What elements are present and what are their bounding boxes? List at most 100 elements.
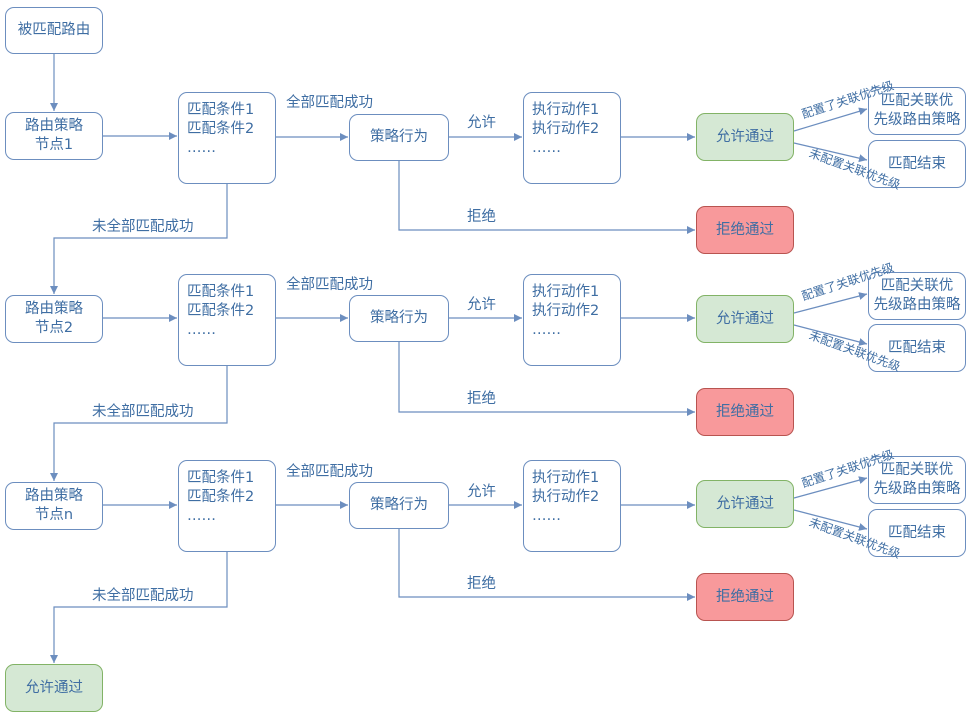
match-related-policy-3-line-1: 匹配关联优 xyxy=(880,462,954,478)
edge-not-all-matched-2 xyxy=(50,366,228,481)
all-matched-label-1-line-1: 全部匹 xyxy=(286,95,330,111)
permit-label-2-line-1: 允许 xyxy=(467,297,496,313)
deny-label-3-line-1: 拒绝 xyxy=(467,576,496,592)
permit-pass-2-line-1: 允许通过 xyxy=(716,310,774,327)
route-policy-node-1: 路由策略节点1 xyxy=(5,112,103,160)
final-permit-node: 允许通过 xyxy=(5,664,103,712)
execute-actions-2: 执行动作1 执行动作2 …… xyxy=(523,274,621,366)
permit-label-3: 允许 xyxy=(467,483,496,502)
execute-actions-2-line-1: 执行动作1 xyxy=(532,284,600,300)
permit-label-1-line-1: 允许 xyxy=(467,115,496,131)
match-related-policy-1-line-2: 先级路由策略 xyxy=(873,112,961,128)
all-matched-label-1-line-2: 配成功 xyxy=(329,95,374,111)
all-matched-label-3: 全部匹配成功 xyxy=(286,463,373,482)
edge-not-all-matched-1 xyxy=(50,184,228,294)
match-related-policy-2-line-1: 匹配关联优 xyxy=(880,278,954,294)
final-permit-label: 允许通过 xyxy=(25,679,83,696)
execute-actions-3-line-1: 执行动作1 xyxy=(532,470,600,486)
permit-pass-1: 允许通过 xyxy=(696,113,794,161)
match-conditions-3-line-1: 匹配条件1 xyxy=(187,470,255,486)
policy-action-2: 策略行为 xyxy=(349,295,449,342)
match-end-3-text: 匹配结束 xyxy=(888,524,946,543)
route-policy-node-1-line-2: 节点1 xyxy=(34,137,74,153)
deny-pass-3-text: 拒绝通过 xyxy=(716,588,774,607)
match-conditions-2-line-3: …… xyxy=(187,322,216,338)
all-matched-label-2-line-2: 配成功 xyxy=(329,277,374,293)
permit-label-3-line-1: 允许 xyxy=(467,484,496,500)
all-matched-label-3-line-1: 全部匹 xyxy=(286,464,330,480)
route-policy-node-1-line-1: 路由策略 xyxy=(25,118,83,134)
all-matched-label-3-line-2: 配成功 xyxy=(329,464,374,480)
start-node-label: 被匹配路由 xyxy=(17,22,91,38)
execute-actions-2-text: 执行动作1 执行动作2 …… xyxy=(532,283,599,340)
route-policy-node-2: 路由策略节点2 xyxy=(5,295,103,343)
match-related-policy-1-line-1: 匹配关联优 xyxy=(880,93,954,109)
policy-action-3-line-1: 策略行为 xyxy=(370,497,428,513)
match-related-policy-1-text: 匹配关联优先级路由策略 xyxy=(874,92,961,130)
match-related-policy-1: 匹配关联优先级路由策略 xyxy=(868,87,966,135)
permit-pass-3-line-1: 允许通过 xyxy=(716,495,774,512)
not-all-matched-label-1-line-1: 未全部匹配成功 xyxy=(92,219,194,235)
deny-pass-1: 拒绝通过 xyxy=(696,206,794,254)
deny-label-3: 拒绝 xyxy=(467,575,496,594)
match-related-policy-2-line-2: 先级路由策略 xyxy=(873,297,961,313)
not-all-matched-label-3: 未全部匹配成功 xyxy=(92,587,194,606)
edge-policy-to-deny-1 xyxy=(398,161,695,234)
permit-pass-3: 允许通过 xyxy=(696,480,794,528)
execute-actions-1-line-1: 执行动作1 xyxy=(532,102,600,118)
route-policy-node-2-text: 路由策略节点2 xyxy=(25,300,83,338)
route-policy-node-2-line-2: 节点2 xyxy=(34,320,74,336)
execute-actions-3-line-3: …… xyxy=(532,508,561,524)
execute-actions-3-line-2: 执行动作2 xyxy=(532,489,600,505)
policy-action-3-text: 策略行为 xyxy=(370,496,428,515)
policy-action-1-text: 策略行为 xyxy=(370,128,428,147)
deny-label-1-line-1: 拒绝 xyxy=(467,209,496,225)
deny-pass-3: 拒绝通过 xyxy=(696,573,794,621)
edge-permit-to-end-1 xyxy=(793,142,868,163)
match-end-2-text: 匹配结束 xyxy=(888,339,946,358)
all-matched-label-2-line-1: 全部匹 xyxy=(286,277,330,293)
match-end-1: 匹配结束 xyxy=(868,140,966,188)
permit-pass-2-text: 允许通过 xyxy=(716,310,774,329)
route-policy-node-3-text: 路由策略节点n xyxy=(25,487,83,525)
policy-action-3: 策略行为 xyxy=(349,482,449,529)
edge-permit-to-related-1 xyxy=(793,107,868,132)
permit-pass-3-text: 允许通过 xyxy=(716,495,774,514)
route-policy-node-1-text: 路由策略节点1 xyxy=(25,117,83,155)
deny-pass-2: 拒绝通过 xyxy=(696,388,794,436)
all-matched-label-2: 全部匹配成功 xyxy=(286,276,373,295)
policy-action-1: 策略行为 xyxy=(349,114,449,161)
route-policy-node-3: 路由策略节点n xyxy=(5,482,103,530)
match-conditions-1-line-2: 匹配条件2 xyxy=(187,121,255,137)
start-node: 被匹配路由 xyxy=(5,7,103,54)
all-matched-label-1: 全部匹配成功 xyxy=(286,94,373,113)
execute-actions-1-line-2: 执行动作2 xyxy=(532,121,600,137)
deny-label-2: 拒绝 xyxy=(467,390,496,409)
match-conditions-1-line-3: …… xyxy=(187,140,216,156)
permit-pass-1-text: 允许通过 xyxy=(716,128,774,147)
deny-pass-3-line-1: 拒绝通过 xyxy=(716,588,774,605)
match-end-2-line-1: 匹配结束 xyxy=(888,339,946,356)
execute-actions-2-line-2: 执行动作2 xyxy=(532,303,600,319)
permit-pass-2: 允许通过 xyxy=(696,295,794,343)
route-policy-node-3-line-2: 节点n xyxy=(34,507,74,523)
route-policy-node-2-line-1: 路由策略 xyxy=(25,301,83,317)
match-related-policy-2-text: 匹配关联优先级路由策略 xyxy=(874,277,961,315)
match-related-policy-3-text: 匹配关联优先级路由策略 xyxy=(874,461,961,499)
edge-not-all-matched-3 xyxy=(50,552,228,663)
edge-permit-to-end-3 xyxy=(793,509,868,531)
deny-pass-2-line-1: 拒绝通过 xyxy=(716,403,774,420)
match-related-policy-3-line-2: 先级路由策略 xyxy=(873,481,961,497)
policy-action-1-line-1: 策略行为 xyxy=(370,129,428,145)
match-related-policy-2: 匹配关联优先级路由策略 xyxy=(868,272,966,320)
execute-actions-3: 执行动作1 执行动作2 …… xyxy=(523,460,621,552)
match-end-1-line-1: 匹配结束 xyxy=(888,155,946,172)
execute-actions-2-line-3: …… xyxy=(532,322,561,338)
